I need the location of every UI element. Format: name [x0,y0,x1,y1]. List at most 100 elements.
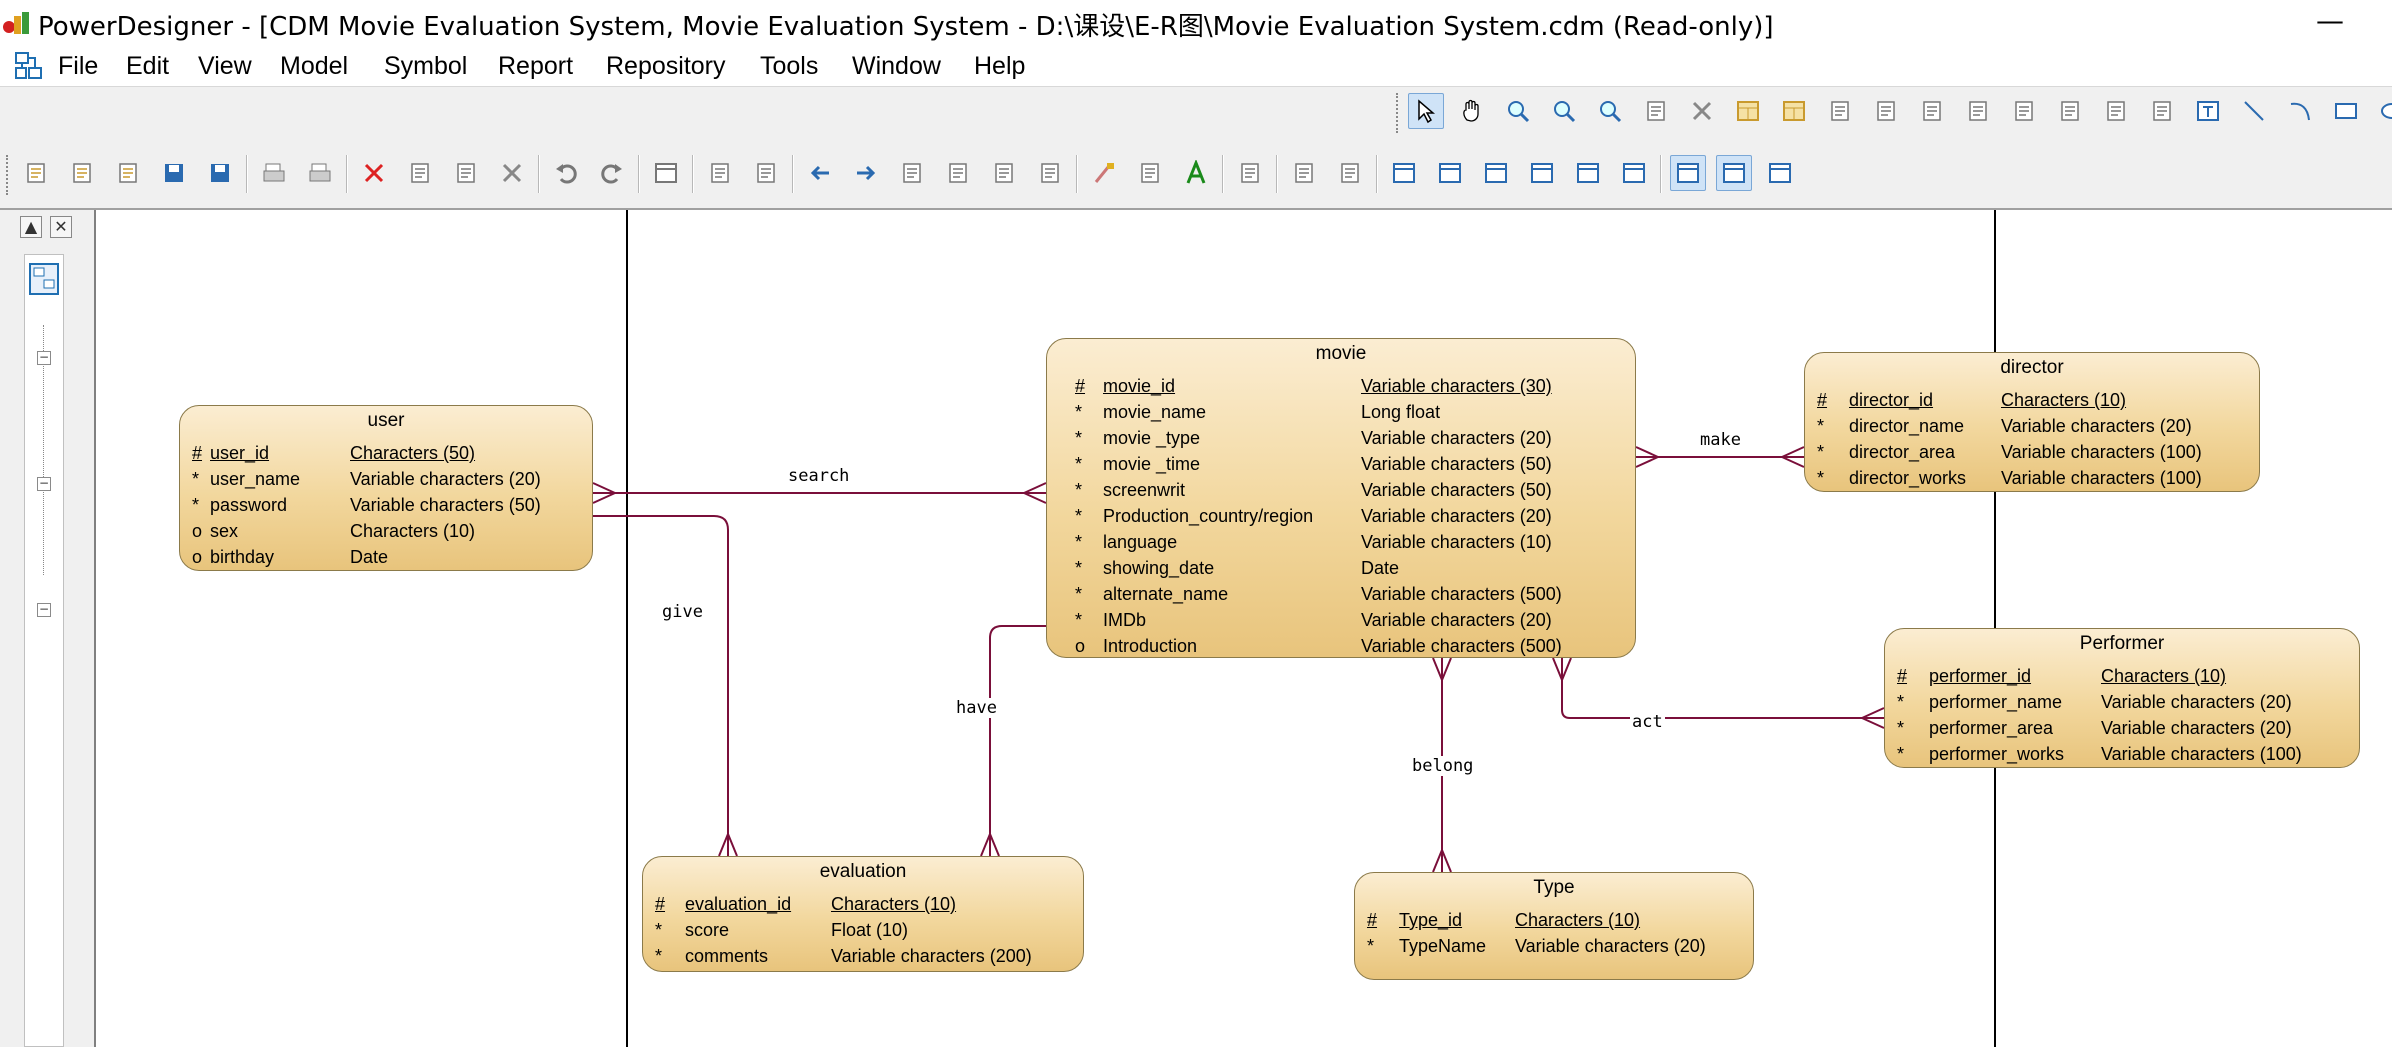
title-button[interactable] [2144,93,2180,129]
link-button[interactable] [2098,93,2134,129]
relationship-act-line[interactable] [1561,658,1884,719]
view-2-button[interactable] [1432,155,1468,191]
model-window-icon[interactable] [14,50,44,82]
menu-model[interactable]: Model [280,52,349,80]
delete-button[interactable] [494,155,530,191]
browser-pin-button[interactable]: ▲ [20,216,42,238]
print-preview-button[interactable] [256,155,292,191]
group-button[interactable] [986,155,1022,191]
grabber-button[interactable] [1454,93,1490,129]
bring-front-button[interactable] [1232,155,1268,191]
relationship-have-line[interactable] [989,625,1046,856]
compare-button[interactable] [940,155,976,191]
arc-button[interactable] [2282,93,2318,129]
send-back-button[interactable] [1286,155,1322,191]
crows-foot-icon[interactable] [1432,657,1452,681]
copy-button[interactable] [402,155,438,191]
view-4-button[interactable] [1524,155,1560,191]
open-button[interactable] [110,155,146,191]
zoom-in-button[interactable] [1500,93,1536,129]
save-all-button[interactable] [202,155,238,191]
tree-expander[interactable]: − [37,350,51,365]
fill-button[interactable] [1132,155,1168,191]
properties-button[interactable] [1638,93,1674,129]
view-3-button[interactable] [1478,155,1514,191]
relationship-label-search[interactable]: search [786,466,852,486]
zoom-to-fit-button[interactable] [1592,93,1628,129]
refresh-button[interactable] [894,155,930,191]
file-button[interactable] [2006,93,2042,129]
tree-expander[interactable]: − [37,602,51,617]
window-button[interactable] [648,155,684,191]
crows-foot-icon[interactable] [718,833,738,857]
diagram-canvas[interactable]: search give have make act belong user#us… [96,210,2392,1047]
open-project-button[interactable] [64,155,100,191]
font-button[interactable] [1178,155,1214,191]
crows-foot-icon[interactable] [1432,849,1452,873]
minimize-button[interactable]: — [2316,4,2344,37]
palette-toolbar-grip[interactable] [1396,93,1402,133]
rectangle-button[interactable] [2328,93,2364,129]
crows-foot-icon[interactable] [592,482,616,504]
relationship-label-make[interactable]: make [1698,430,1743,450]
result-button[interactable] [1762,155,1798,191]
generate-button[interactable] [748,155,784,191]
zoom-out-button[interactable] [1546,93,1582,129]
inheritance-button[interactable] [1868,93,1904,129]
relationship-label-act[interactable]: act [1630,712,1665,732]
undo-button[interactable] [548,155,584,191]
workspace-node-icon[interactable] [29,263,59,295]
menu-view[interactable]: View [198,52,252,80]
paste-button[interactable] [448,155,484,191]
pointer-button[interactable] [1408,93,1444,129]
tree-expander[interactable]: − [37,476,51,491]
relationship-label-belong[interactable]: belong [1410,756,1476,776]
cut-button[interactable] [356,155,392,191]
print-button[interactable] [302,155,338,191]
crows-foot-icon[interactable] [980,833,1000,857]
redo-button[interactable] [594,155,630,191]
crows-foot-icon[interactable] [1781,446,1805,468]
delete-button[interactable] [1684,93,1720,129]
menu-report[interactable]: Report [498,52,574,80]
export-button[interactable] [848,155,884,191]
entity-button[interactable] [1776,93,1812,129]
save-button[interactable] [156,155,192,191]
crows-foot-icon[interactable] [1552,657,1572,681]
output-button[interactable] [1716,155,1752,191]
relationship-button[interactable] [1822,93,1858,129]
object-browser-tree[interactable]: − − − [24,254,64,1047]
view-1-button[interactable] [1386,155,1422,191]
preview-button[interactable] [1670,155,1706,191]
menu-file[interactable]: File [58,52,99,80]
text-button[interactable] [2190,93,2226,129]
send-forward-button[interactable] [1332,155,1368,191]
ellipse-button[interactable] [2374,93,2392,129]
view-6-button[interactable] [1616,155,1652,191]
import-button[interactable] [802,155,838,191]
